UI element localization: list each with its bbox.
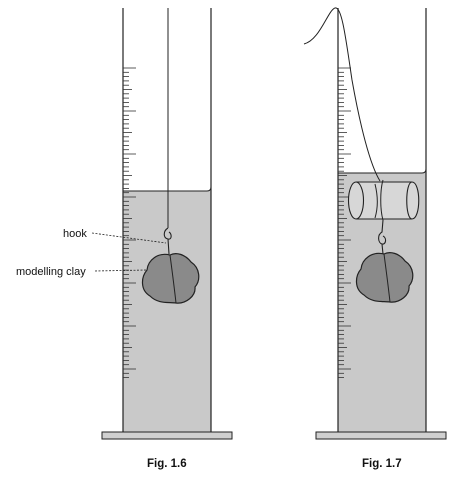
- hook-label: hook: [63, 228, 87, 240]
- modelling-clay-label: modelling clay: [16, 266, 86, 278]
- cylinder-base-fig-1-6: [101, 431, 233, 440]
- cylinder-base-fig-1-7: [315, 431, 447, 440]
- graduation-scale-fig-1-6: [123, 67, 136, 379]
- hook-label-leader: [91, 232, 167, 244]
- fig-1-6: hook modelling clay Fig. 1.6: [16, 8, 233, 470]
- graduation-scale-fig-1-7: [338, 67, 351, 379]
- water-fig-1-6: [123, 191, 211, 433]
- hook-icon: [163, 227, 172, 255]
- figure-caption-fig-1-6: Fig. 1.6: [147, 458, 187, 470]
- figure-caption-fig-1-7: Fig. 1.7: [362, 458, 402, 470]
- float-cylinder: [347, 179, 420, 221]
- hook-icon-fig-1-7: [378, 219, 387, 255]
- thread-fig-1-7: [303, 7, 381, 182]
- fig-1-7: Fig. 1.7: [303, 7, 447, 470]
- modelling-clay-label-leader: [94, 269, 148, 272]
